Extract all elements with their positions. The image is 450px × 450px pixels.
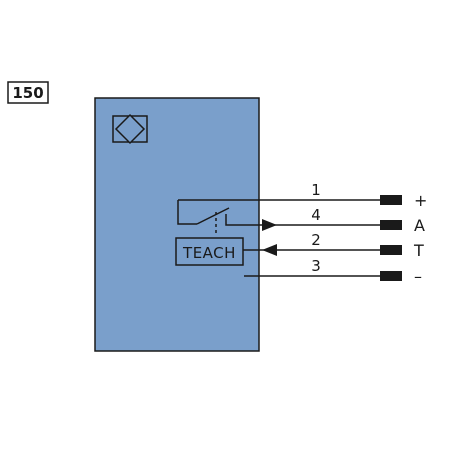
diagram-id-label: 150 bbox=[12, 84, 43, 102]
signal-label-t: T bbox=[413, 241, 424, 260]
terminal-3 bbox=[380, 271, 402, 281]
signal-label-plus: + bbox=[414, 191, 427, 210]
signal-label-minus: – bbox=[414, 267, 422, 286]
terminal-1 bbox=[380, 195, 402, 205]
wire-2 bbox=[243, 244, 402, 256]
wire-1 bbox=[178, 195, 402, 205]
wire-number-1: 1 bbox=[311, 181, 321, 199]
output-arrow-icon bbox=[262, 219, 277, 231]
diagram-id-box: 150 bbox=[7, 81, 49, 104]
wire-3 bbox=[244, 271, 402, 281]
switch-contact bbox=[196, 207, 230, 234]
wire-number-3: 3 bbox=[311, 257, 321, 275]
terminal-4 bbox=[380, 220, 402, 230]
switch-loop bbox=[177, 200, 197, 225]
teach-label: TEACH bbox=[182, 244, 236, 262]
input-arrow-icon bbox=[262, 244, 277, 256]
teach-box: TEACH bbox=[175, 237, 244, 266]
wire-number-4: 4 bbox=[311, 206, 321, 224]
signal-label-a: A bbox=[414, 216, 425, 235]
diamond-in-square-icon bbox=[112, 113, 148, 145]
terminal-2 bbox=[380, 245, 402, 255]
wire-number-2: 2 bbox=[311, 231, 321, 249]
wire-4 bbox=[225, 214, 402, 231]
